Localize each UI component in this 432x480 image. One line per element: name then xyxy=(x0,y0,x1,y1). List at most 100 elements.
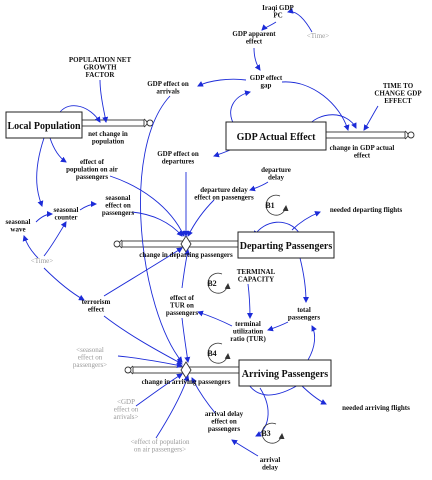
label-line: arrivals> xyxy=(114,413,139,421)
label-line: effect on xyxy=(78,354,103,362)
loop-b2: B2 xyxy=(207,272,231,294)
stock-departing-passengers[interactable]: Departing Passengers xyxy=(237,231,335,259)
label-line: CAPACITY xyxy=(238,276,274,284)
label-line: terrorism xyxy=(82,298,111,306)
label-line: GDP effect on xyxy=(147,80,189,88)
var-needed-arriving-flights: needed arriving flights xyxy=(342,404,410,412)
label-line: net change in xyxy=(88,130,128,138)
label-line: terminal xyxy=(235,320,261,328)
label-line: GDP apparent xyxy=(232,30,276,38)
label-line: population on air xyxy=(66,166,118,174)
label-line: Iraqi GDP xyxy=(262,4,294,12)
label-line: seasonal xyxy=(106,194,131,202)
stock-local-population-label: Local Population xyxy=(7,121,81,132)
label-line: effect on passengers xyxy=(194,194,254,202)
label-line: arrival xyxy=(260,456,281,464)
label-line: effect on xyxy=(211,418,237,426)
label-line: counter xyxy=(55,214,78,222)
label-line: passengers> xyxy=(73,361,107,369)
label-line: effect of xyxy=(80,158,105,166)
label-line: gap xyxy=(261,82,272,90)
label-line: passengers xyxy=(76,173,109,181)
label-line: utilization xyxy=(233,328,263,336)
loop-b3: B3 xyxy=(261,422,285,444)
label-line: <GDP xyxy=(117,398,135,406)
label-line: delay xyxy=(262,464,278,472)
label-line: seasonal xyxy=(6,218,31,226)
label-line: FACTOR xyxy=(86,71,116,79)
stock-gdp-actual-effect[interactable]: GDP Actual Effect xyxy=(225,121,327,151)
loop-b3-label: B3 xyxy=(261,429,270,438)
stock-departing-passengers-label: Departing Passengers xyxy=(240,241,333,252)
label-line: passengers xyxy=(166,309,199,317)
loop-b1: B1 xyxy=(265,194,289,216)
stock-arriving-passengers[interactable]: Arriving Passengers xyxy=(238,359,332,387)
var-time-mid: <Time> xyxy=(31,257,53,265)
var-change-in-departing-passengers: change in departing passengers xyxy=(139,251,233,259)
label-line: departure delay xyxy=(200,186,248,194)
label-line: effect on xyxy=(105,202,131,210)
label-line: effect of xyxy=(170,294,195,302)
label-line: passengers xyxy=(288,314,321,322)
label-line: effect xyxy=(88,306,105,314)
label-line: on air passengers> xyxy=(134,446,186,454)
net-change-in-population-flow xyxy=(81,118,154,128)
change-in-arriving-passengers-flow xyxy=(124,361,240,379)
change-in-gdp-actual-effect-flow xyxy=(324,130,415,140)
stock-local-population[interactable]: Local Population xyxy=(5,111,83,139)
label-line: arrivals xyxy=(156,88,180,96)
label-line: wave xyxy=(10,226,25,234)
change-in-departing-passengers-flow xyxy=(113,235,239,253)
label-line: EFFECT xyxy=(384,97,412,105)
label-line: <effect of population xyxy=(130,438,190,446)
label-line: change in GDP actual xyxy=(330,144,395,152)
label-line: passengers xyxy=(208,425,241,433)
label-line: effect xyxy=(246,38,263,46)
label-line: CHANGE GDP xyxy=(374,90,422,98)
label-line: ratio (TUR) xyxy=(230,335,266,343)
label-line: passengers xyxy=(102,209,135,217)
label-line: seasonal xyxy=(54,206,79,214)
stock-gdp-actual-effect-label: GDP Actual Effect xyxy=(237,132,317,143)
var-needed-departing-flights: needed departing flights xyxy=(330,206,403,214)
label-line: PC xyxy=(273,12,282,20)
label-line: GDP effect xyxy=(250,74,283,82)
loop-b4-label: B4 xyxy=(207,349,216,358)
label-line: TERMINAL xyxy=(237,268,276,276)
var-time-top: <Time> xyxy=(307,32,329,40)
label-line: departures xyxy=(162,158,195,166)
label-line: <seasonal xyxy=(76,346,104,354)
stock-arriving-passengers-label: Arriving Passengers xyxy=(242,369,328,380)
label-line: departure xyxy=(261,166,291,174)
label-line: arrival delay xyxy=(205,410,244,418)
loop-b2-label: B2 xyxy=(207,279,216,288)
causal-links xyxy=(22,7,379,457)
label-line: effect on xyxy=(114,406,139,414)
label-line: TIME TO xyxy=(383,82,414,90)
